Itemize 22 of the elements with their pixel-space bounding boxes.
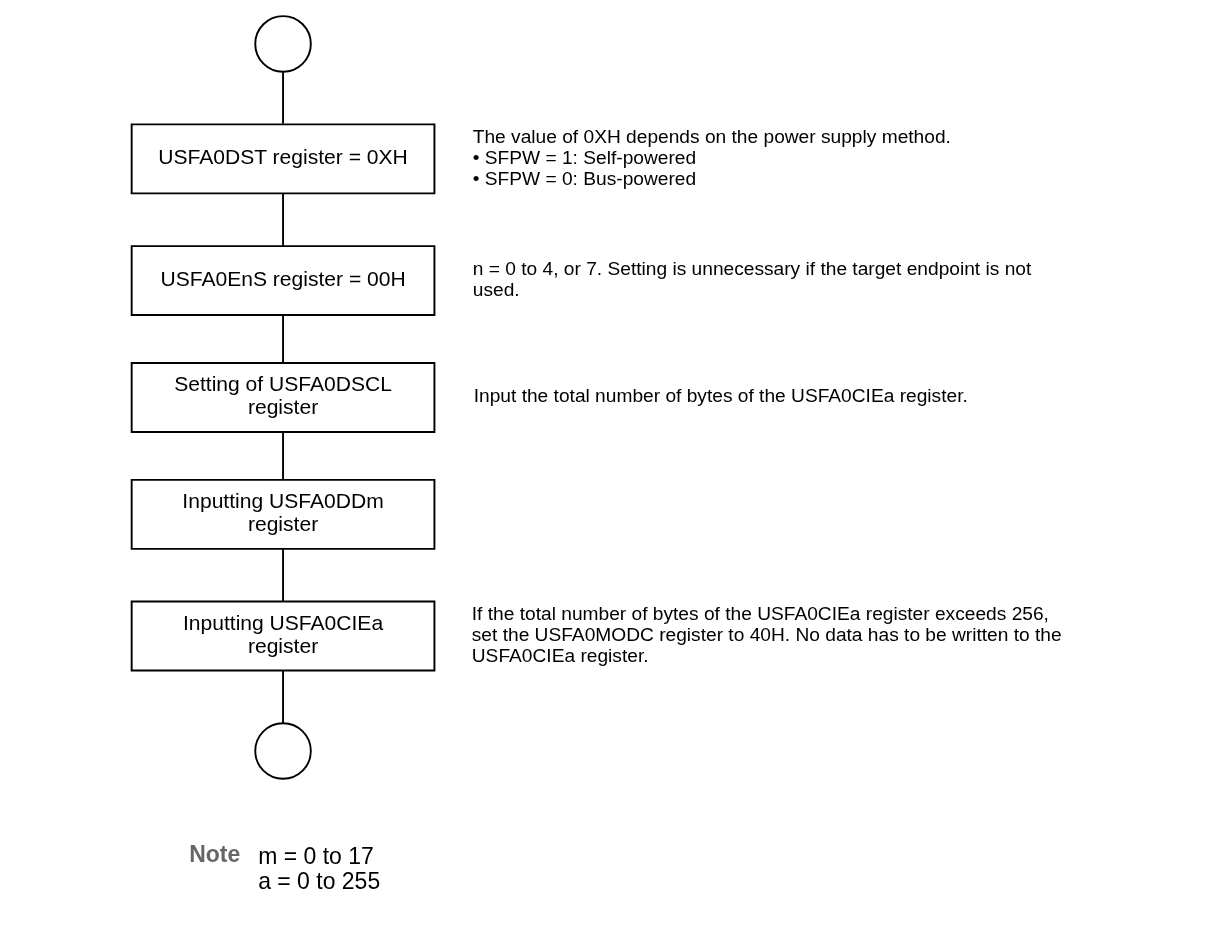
node-label: Input the total number of bytes of the USFA0CIEa register. [473, 385, 968, 407]
node-box: Inputting USFA0DDm register [130, 478, 435, 550]
label: Note [188, 841, 240, 868]
connector [281, 669, 284, 724]
connector [281, 314, 284, 364]
node-label: The value of 0XH depends on the power supply method. [472, 125, 951, 147]
connector [281, 192, 284, 247]
label: a = 0 to 255 [257, 868, 380, 895]
node-label: If the total number of bytes of the USFA0CIEa register exceeds 256, set the USFA0MODC register to 40H. No data has to be written to the USFA0CIEa register. [471, 602, 1062, 666]
node-label: • SFPW = 1: Self-powered [472, 146, 696, 168]
node-box: USFA0DST register = 0XH [130, 123, 435, 195]
node-label: n = 0 to 4, or 7. Setting is unnecessary if the target endpoint is not used. [472, 257, 1031, 300]
node-circle [253, 722, 312, 780]
node-box: Inputting USFA0CIEa register [130, 600, 435, 672]
connector [281, 71, 284, 125]
connector [281, 548, 284, 603]
node-box: Setting of USFA0DSCL register [130, 362, 435, 433]
label: m = 0 to 17 [257, 843, 374, 870]
node-label: • SFPW = 0: Bus-powered [472, 167, 696, 189]
node-box: USFA0EnS register = 00H [130, 245, 435, 317]
connector [281, 431, 284, 481]
node-circle [253, 15, 312, 73]
